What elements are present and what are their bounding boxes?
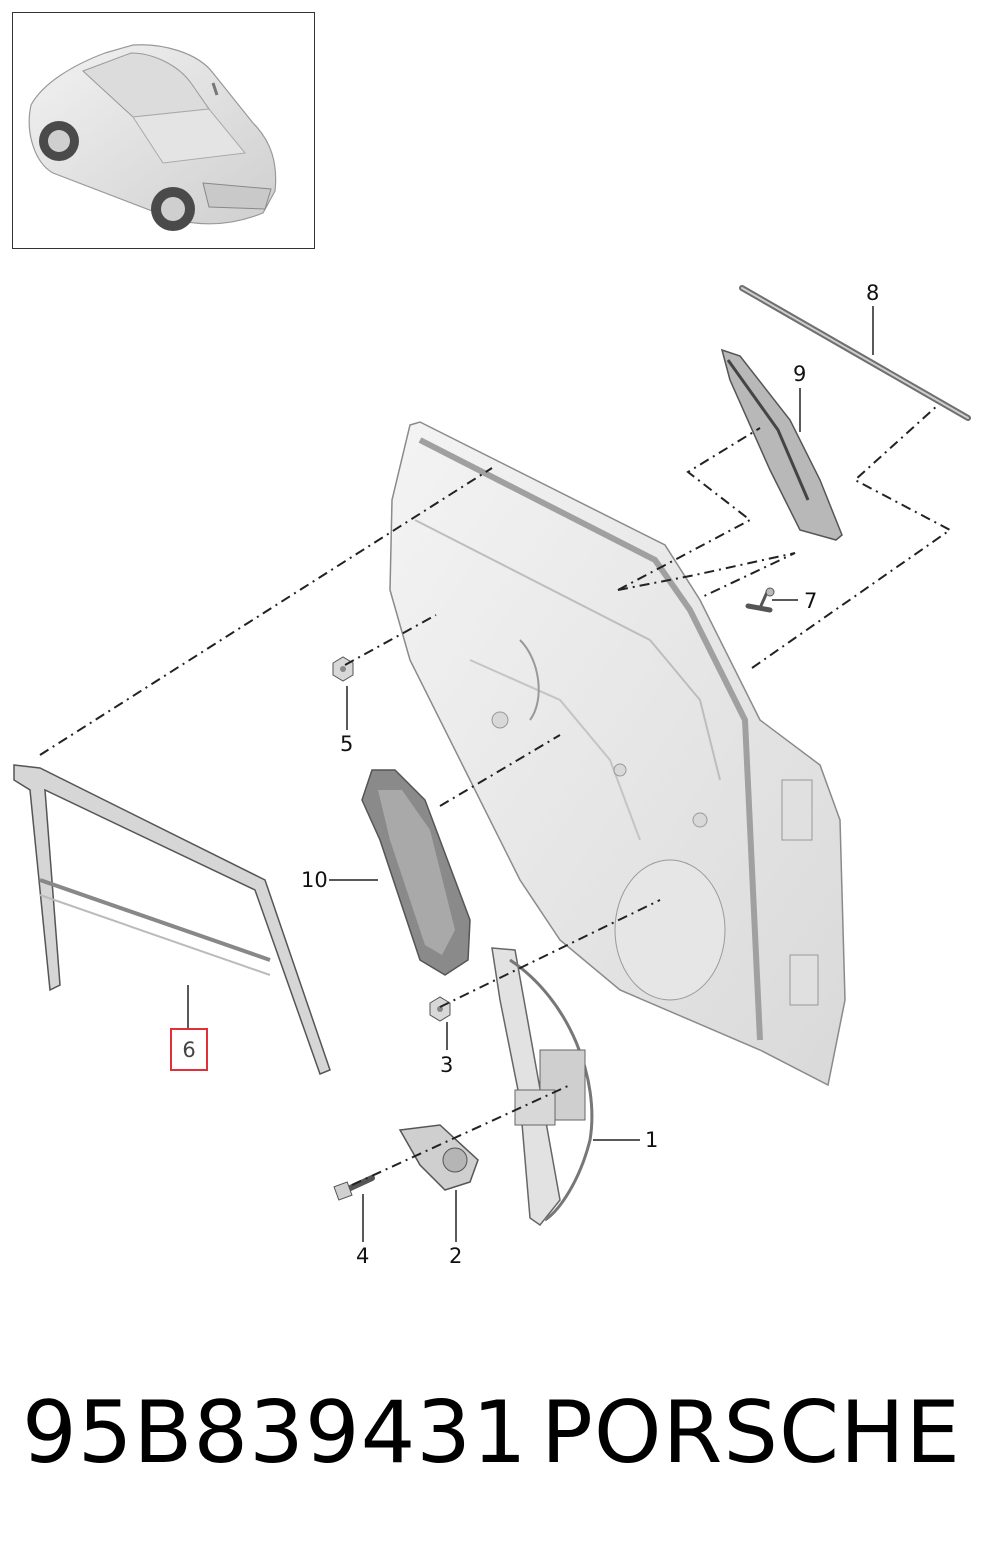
door-shell: [389, 421, 846, 1087]
callout-7: 7: [804, 589, 818, 613]
part-4-bolt: [333, 1175, 375, 1201]
callout-10: 10: [301, 868, 328, 892]
part-2-window-motor: [398, 1124, 479, 1191]
part-1-window-regulator: [491, 947, 594, 1227]
callout-5: 5: [340, 732, 354, 756]
part-5-nut: [332, 656, 354, 682]
leader-lines: [187, 306, 874, 1242]
callout-6-highlighted[interactable]: 6: [170, 1028, 208, 1071]
callout-1: 1: [645, 1128, 659, 1152]
part-6-window-seal: [13, 764, 331, 1075]
part-3-nut: [429, 996, 451, 1022]
callout-4: 4: [356, 1244, 370, 1268]
part-number: 95B839431: [22, 1383, 528, 1483]
part-7-clip: [745, 587, 775, 613]
callout-9: 9: [793, 362, 807, 386]
callout-3: 3: [440, 1053, 454, 1077]
callout-8: 8: [866, 281, 880, 305]
footer: 95B839431 PORSCHE: [0, 1378, 983, 1488]
suv-illustration: [28, 44, 277, 231]
vehicle-thumbnail: [12, 12, 315, 249]
part-10-insulation-pad: [361, 769, 471, 976]
part-8-belt-strip: [739, 285, 971, 421]
brand-name: PORSCHE: [541, 1383, 961, 1483]
callout-2: 2: [449, 1244, 463, 1268]
part-9-window-channel: [720, 348, 843, 541]
assembly-dash-lines: [39, 404, 952, 1186]
